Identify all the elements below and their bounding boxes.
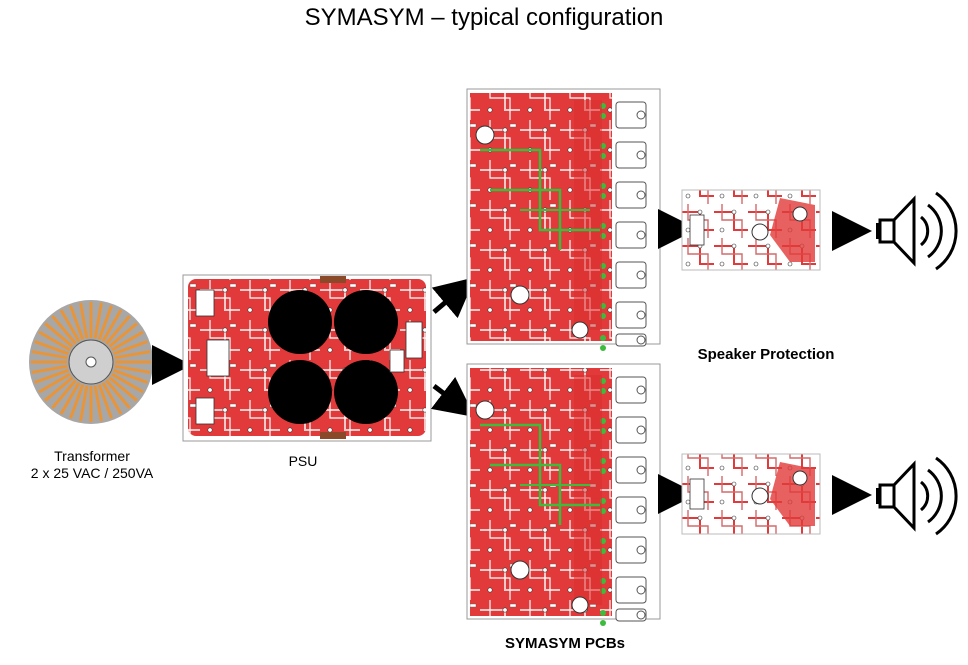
symasym-pcb-bottom xyxy=(466,363,661,626)
speaker-icon xyxy=(876,191,958,271)
arrow-psu-to-pcb-top xyxy=(431,277,476,319)
psu-capacitor xyxy=(334,290,398,354)
transformer-icon xyxy=(29,300,153,424)
diagram-title: SYMASYM – typical configuration xyxy=(304,4,664,31)
arrow-psu-to-pcb-bottom xyxy=(430,376,475,418)
psu-board xyxy=(182,274,432,442)
symasym-pcbs-label: SYMASYM PCBs xyxy=(504,635,626,652)
transformer-label: Transformer 2 x 25 VAC / 250VA xyxy=(10,448,174,482)
speaker-protection-board-top xyxy=(681,189,821,271)
symasym-pcb-top xyxy=(466,88,661,351)
transformer-label-line1: Transformer xyxy=(54,448,130,464)
speaker-protection-label: Speaker Protection xyxy=(697,346,835,363)
psu-capacitor xyxy=(268,360,332,424)
psu-capacitor xyxy=(334,360,398,424)
speaker-protection-board-bottom xyxy=(681,453,821,535)
psu-label: PSU xyxy=(288,453,318,469)
speaker-icon xyxy=(876,456,958,536)
psu-capacitor xyxy=(268,290,332,354)
transformer-label-line2: 2 x 25 VAC / 250VA xyxy=(30,465,154,481)
